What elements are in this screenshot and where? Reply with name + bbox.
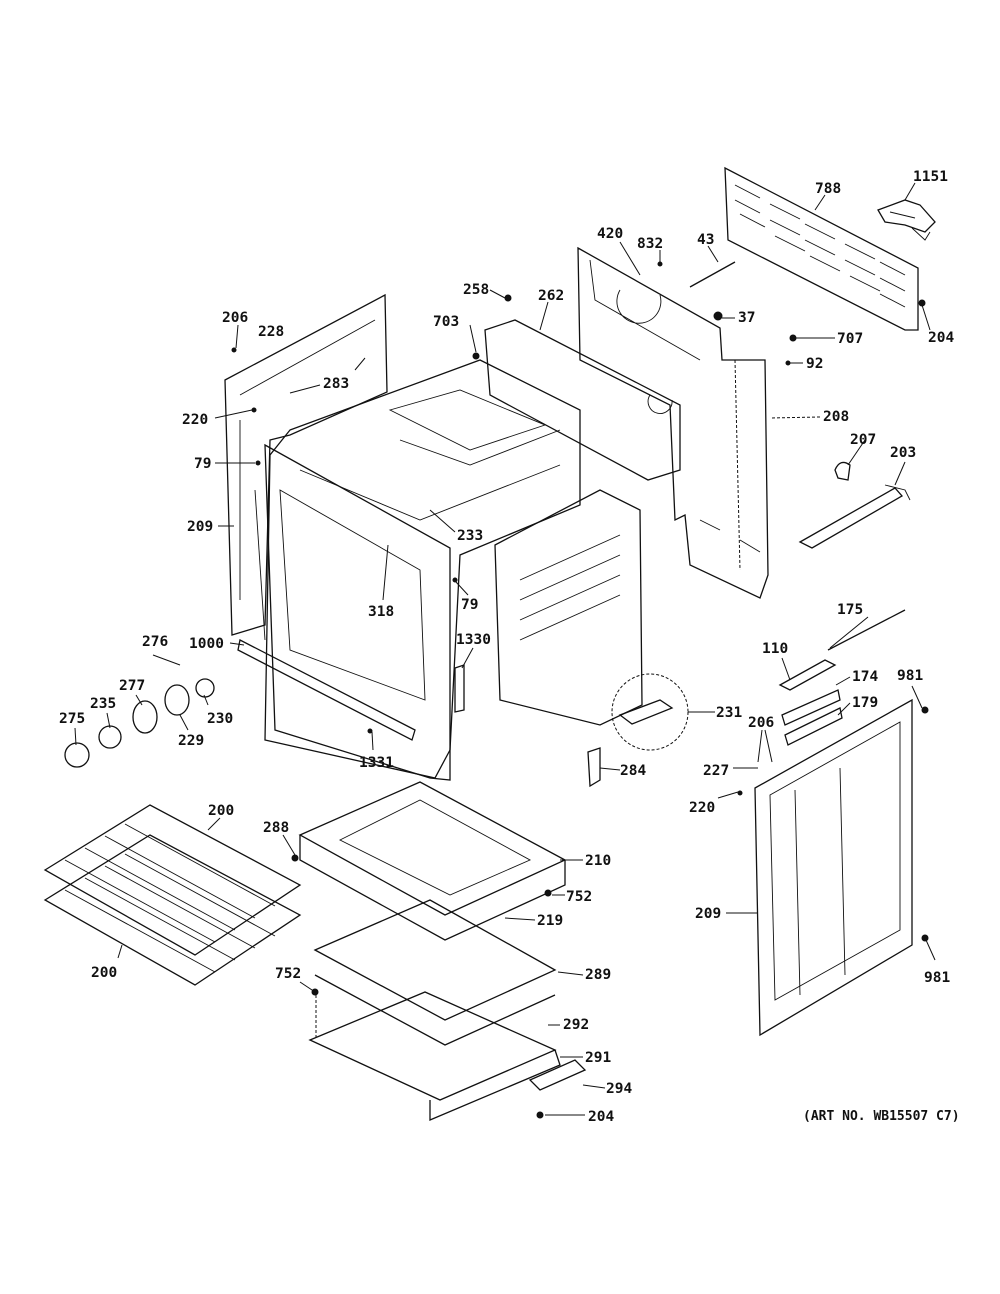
rear-wall-panel xyxy=(577,246,769,599)
callout-37: 37 xyxy=(738,310,755,326)
hardware xyxy=(231,261,929,1119)
callout-277: 277 xyxy=(119,678,145,694)
callout-235: 235 xyxy=(90,696,116,712)
callout-318: 318 xyxy=(368,604,394,620)
left-side-panel-209 xyxy=(224,293,388,636)
callout-208: 208 xyxy=(823,409,849,425)
callout-275: 275 xyxy=(59,711,85,727)
oven-frame-318 xyxy=(254,443,451,781)
bottom-plates xyxy=(308,899,587,1121)
callout-752: 752 xyxy=(275,966,301,982)
callout-230: 230 xyxy=(207,711,233,727)
oven-cavity xyxy=(264,359,581,779)
callout-291: 291 xyxy=(585,1050,611,1066)
callout-289: 289 xyxy=(585,967,611,983)
callout-703: 703 xyxy=(433,314,459,330)
callout-231: 231 xyxy=(716,705,742,721)
callout-707: 707 xyxy=(837,331,863,347)
callout-288: 288 xyxy=(263,820,289,836)
callout-206: 206 xyxy=(748,715,774,731)
callout-981: 981 xyxy=(897,668,923,684)
callout-200: 200 xyxy=(208,803,234,819)
knob-assembly xyxy=(64,678,215,768)
callout-204: 204 xyxy=(928,330,954,346)
side-panel xyxy=(494,489,643,726)
insulation-262 xyxy=(484,319,681,481)
callout-283: 283 xyxy=(323,376,349,392)
callout-200: 200 xyxy=(91,965,117,981)
leader-lines xyxy=(74,182,936,1116)
right-side-panel-209 xyxy=(754,698,913,1037)
callout-258: 258 xyxy=(463,282,489,298)
callout-1151: 1151 xyxy=(913,169,948,185)
callout-233: 233 xyxy=(457,528,483,544)
callout-1000: 1000 xyxy=(189,636,224,652)
callout-209: 209 xyxy=(187,519,213,535)
callout-294: 294 xyxy=(606,1081,632,1097)
connector-1151 xyxy=(877,199,936,241)
callout-276: 276 xyxy=(142,634,168,650)
callout-92: 92 xyxy=(806,356,823,372)
callout-labels: 1151 788 420 832 43 258 262 37 204 206 2… xyxy=(59,169,960,1125)
callout-981: 981 xyxy=(924,970,950,986)
wire-175 xyxy=(827,609,906,651)
callout-209: 209 xyxy=(695,906,721,922)
callout-79: 79 xyxy=(194,456,211,472)
bracket-assembly xyxy=(778,659,843,746)
vent-1000 xyxy=(237,639,416,741)
callout-284: 284 xyxy=(620,763,646,779)
callout-788: 788 xyxy=(815,181,841,197)
detail-circle-231 xyxy=(611,673,689,751)
rod-43 xyxy=(689,261,736,288)
callout-220: 220 xyxy=(689,800,715,816)
callout-1331: 1331 xyxy=(359,755,394,771)
bracket-1330 xyxy=(454,664,465,713)
callout-228: 228 xyxy=(258,324,284,340)
callout-203: 203 xyxy=(890,445,916,461)
callout-43: 43 xyxy=(697,232,714,248)
callout-174: 174 xyxy=(852,669,878,685)
oven-racks-200 xyxy=(43,804,302,986)
callout-110: 110 xyxy=(762,641,788,657)
clip-207 xyxy=(834,461,851,481)
callout-206: 206 xyxy=(222,310,248,326)
rear-shield-788 xyxy=(724,166,919,331)
callout-219: 219 xyxy=(537,913,563,929)
callout-292: 292 xyxy=(563,1017,589,1033)
callout-210: 210 xyxy=(585,853,611,869)
callout-227: 227 xyxy=(703,763,729,779)
callout-79: 79 xyxy=(461,597,478,613)
callout-1330: 1330 xyxy=(456,632,491,648)
pan-210 xyxy=(298,781,567,941)
callout-179: 179 xyxy=(852,695,878,711)
callout-220: 220 xyxy=(182,412,208,428)
art-number: (ART NO. WB15507 C7) xyxy=(803,1109,960,1124)
sensor-203 xyxy=(798,484,911,549)
callout-207: 207 xyxy=(850,432,876,448)
callout-204: 204 xyxy=(588,1109,614,1125)
callout-229: 229 xyxy=(178,733,204,749)
callout-262: 262 xyxy=(538,288,564,304)
bracket-284 xyxy=(587,747,601,788)
callout-420: 420 xyxy=(597,226,623,242)
callout-175: 175 xyxy=(837,602,863,618)
callout-832: 832 xyxy=(637,236,663,252)
callout-752: 752 xyxy=(566,889,592,905)
